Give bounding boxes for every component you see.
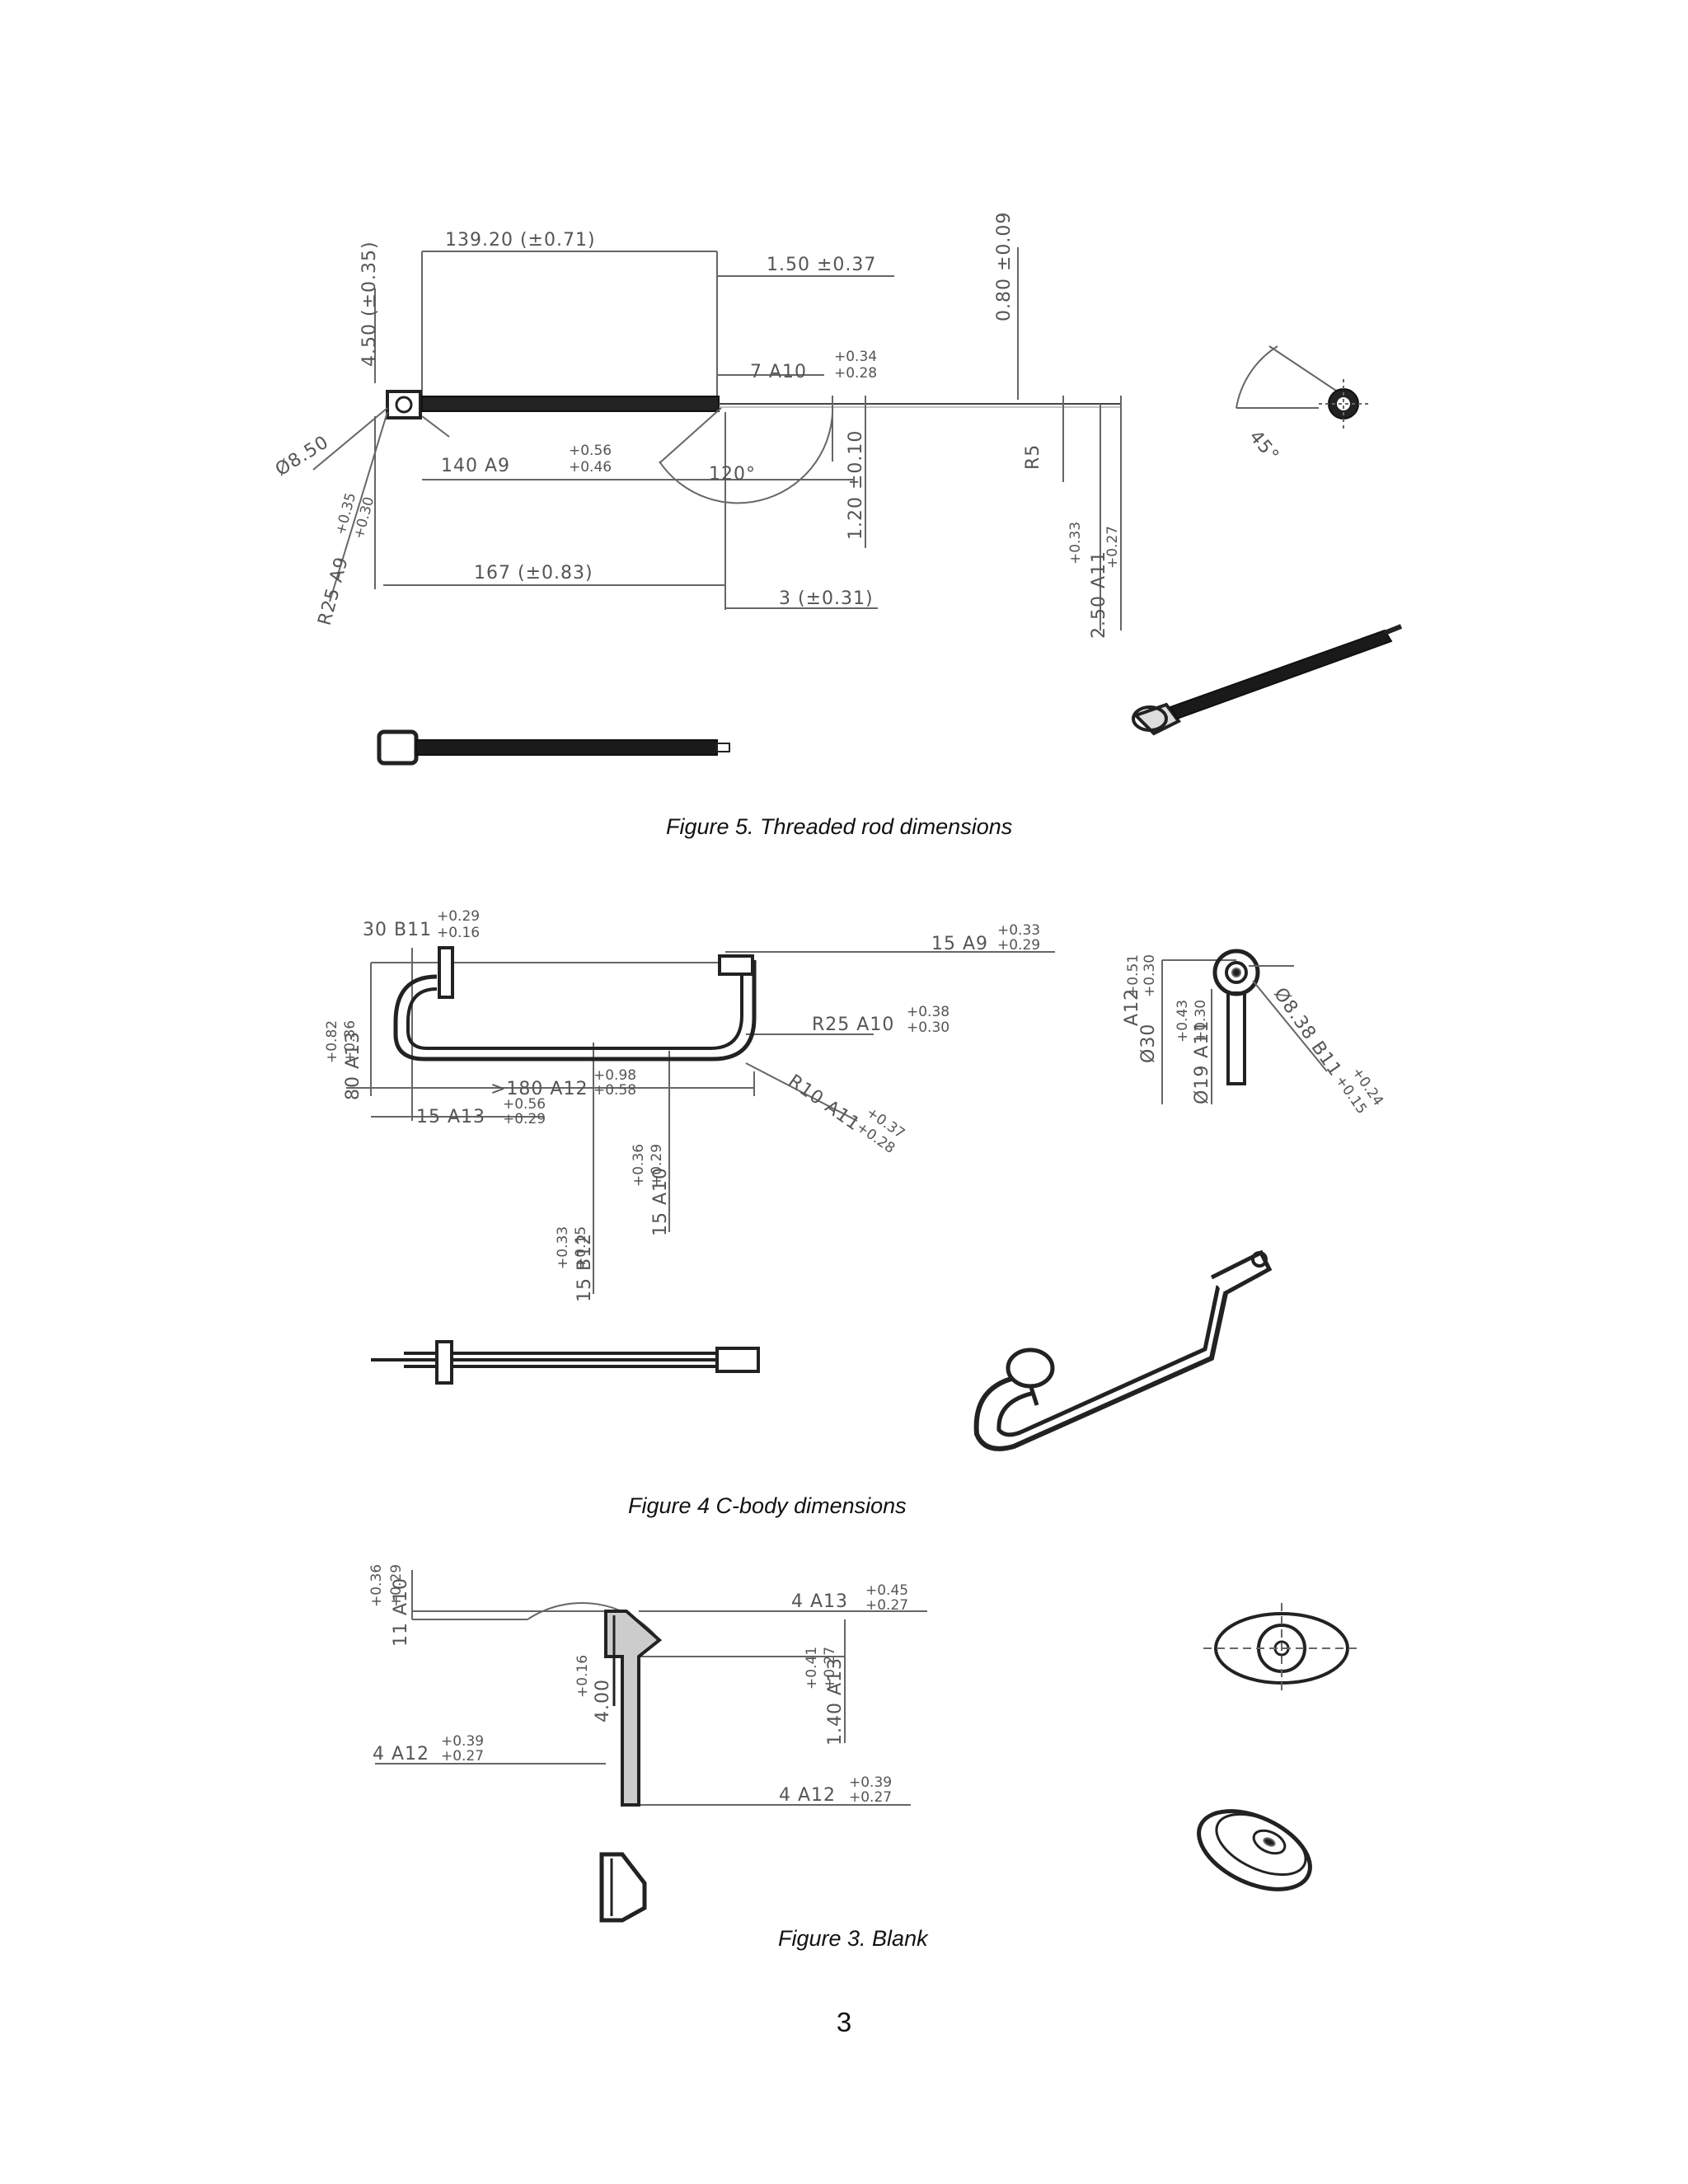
dim-2-50-a11: 2.50 A11 (1089, 551, 1109, 639)
dim-1-40-a13-hi: +0.41 (804, 1647, 820, 1690)
dim-0-80: 0.80 ±0.09 (994, 212, 1015, 321)
dim-15-a10-lo: +0.29 (649, 1144, 665, 1187)
dim-a12-lo: +0.30 (1142, 954, 1158, 997)
dim-11-a10-lo: +0.29 (388, 1564, 405, 1607)
dim-4-a12-left: 4 A12 (373, 1744, 429, 1765)
dim-dia-19-lo: +0.30 (1193, 1000, 1209, 1043)
dim-angle-45: 45° (1245, 427, 1282, 466)
dim-15-a13-lo: +0.29 (503, 1111, 546, 1127)
dim-180-a12-hi: +0.98 (593, 1067, 636, 1084)
dim-7-a10-tol-hi: +0.34 (834, 349, 877, 365)
dim-r25-a9: R25 A9 (315, 555, 353, 628)
dim-3: 3 (±0.31) (779, 588, 874, 609)
dim-4-50: 4.50 (±0.35) (359, 241, 380, 367)
dim-1-40-a13-lo: +0.27 (822, 1647, 838, 1690)
dim-15-b12-hi: +0.33 (555, 1226, 571, 1269)
dim-dia-8-38-b11: Ø8.38 B11 (1269, 984, 1345, 1080)
dim-140-tol-lo: +0.46 (569, 459, 612, 476)
blank-side-view (599, 1852, 647, 1923)
threaded-rod-side-view (377, 729, 730, 766)
figure-4-drawing (346, 946, 1328, 1451)
dim-dia-19-hi: +0.43 (1175, 1000, 1191, 1043)
dim-r25-a10-lo: +0.30 (907, 1019, 950, 1036)
dim-4-a13-top-lo: +0.27 (865, 1597, 908, 1614)
figure-3-caption: Figure 3. Blank (778, 1926, 928, 1951)
figure-5-caption: Figure 5. Threaded rod dimensions (666, 814, 1013, 839)
dim-140-a9: 140 A9 (441, 456, 510, 476)
dim-80-a13-lo: +0.36 (342, 1020, 359, 1063)
dim-r25-a10-hi: +0.38 (907, 1004, 950, 1020)
dim-15-a9-lo: +0.29 (997, 937, 1040, 954)
page-number: 3 (836, 2007, 852, 2037)
dim-140-tol-hi: +0.56 (569, 443, 612, 459)
dim-11-a10: 11 A10 (391, 1577, 411, 1647)
dim-1-40-a13: 1.40 A13 (825, 1657, 846, 1746)
figure-3-drawing (375, 1570, 1360, 1923)
dim-2-50-tol-hi: +0.33 (1067, 522, 1084, 565)
dim-30-b11-lo: +0.16 (437, 925, 480, 941)
c-body-side-view (371, 1340, 760, 1385)
dim-4-a12-left-hi: +0.39 (441, 1733, 484, 1750)
blank-iso-view (1197, 1809, 1312, 1891)
dim-139-20: 139.20 (±0.71) (445, 230, 596, 251)
dim-4-a12-bottom: 4 A12 (779, 1785, 836, 1806)
threaded-rod-iso-view (1132, 624, 1403, 736)
dim-1-20: 1.20 ±0.10 (846, 430, 866, 540)
figure-5-drawing (312, 247, 1403, 766)
dim-a12: A12 (1122, 988, 1142, 1026)
dim-4-00-hi: +0.16 (574, 1655, 591, 1698)
dim-15-a10-vertical: 15 A10 (650, 1167, 671, 1236)
dim-4-00: 4.00 (593, 1679, 613, 1722)
dim-4-a13-top: 4 A13 (791, 1591, 848, 1612)
dim-15-a9: 15 A9 (931, 934, 988, 954)
dim-30-b11-hi: +0.29 (437, 908, 480, 925)
dim-15-b12-lo: +0.15 (573, 1226, 589, 1269)
dim-4-a12-bottom-lo: +0.27 (849, 1789, 892, 1806)
dim-7-a10-tol-lo: +0.28 (834, 365, 877, 382)
dim-dia-30: Ø30 (1138, 1024, 1159, 1063)
dim-11-a10-hi: +0.36 (368, 1564, 385, 1607)
dim-180-a12: >180 A12 (490, 1079, 588, 1099)
dim-15-a10-hi: +0.36 (631, 1144, 647, 1187)
dim-1-50: 1.50 ±0.37 (767, 255, 876, 275)
dim-80-a13: 80 A13 (343, 1031, 363, 1100)
dim-r5: R5 (1023, 444, 1043, 470)
blank-top-view (1203, 1603, 1360, 1694)
dim-4-a12-bottom-hi: +0.39 (849, 1774, 892, 1791)
dim-4-a12-left-lo: +0.27 (441, 1748, 484, 1765)
figure-4-caption: Figure 4 C-body dimensions (628, 1493, 907, 1518)
dim-15-a9-hi: +0.33 (997, 922, 1040, 939)
dim-4-a13-top-hi: +0.45 (865, 1582, 908, 1599)
dim-15-a13: 15 A13 (416, 1107, 485, 1127)
dim-80-a13-hi: +0.82 (324, 1020, 340, 1063)
dim-2-50-tol-lo: +0.27 (1104, 526, 1121, 569)
dim-15-a13-hi: +0.56 (503, 1096, 546, 1113)
dim-r25-a10: R25 A10 (812, 1015, 894, 1035)
dim-angle-120: 120° (709, 464, 756, 485)
dim-30-b11: 30 B11 (363, 920, 432, 940)
dim-r10-a11: R10 A11 (785, 1071, 865, 1135)
dim-167: 167 (±0.83) (474, 563, 593, 583)
dim-15-b12-vertical: 15 B12 (574, 1233, 595, 1302)
dim-dia-19-a11: Ø19 A11 (1192, 1020, 1212, 1104)
dim-7-a10: 7 A10 (750, 362, 807, 382)
dim-180-a12-lo: +0.58 (593, 1082, 636, 1099)
dim-a12-hi: +0.51 (1125, 954, 1142, 997)
figure-3-labels: 11 A10 +0.36 +0.29 4 A13 +0.45 +0.27 4.0… (368, 1564, 908, 1806)
c-body-iso-view (973, 1249, 1273, 1451)
dim-dia-8-50: Ø8.50 (272, 432, 333, 480)
